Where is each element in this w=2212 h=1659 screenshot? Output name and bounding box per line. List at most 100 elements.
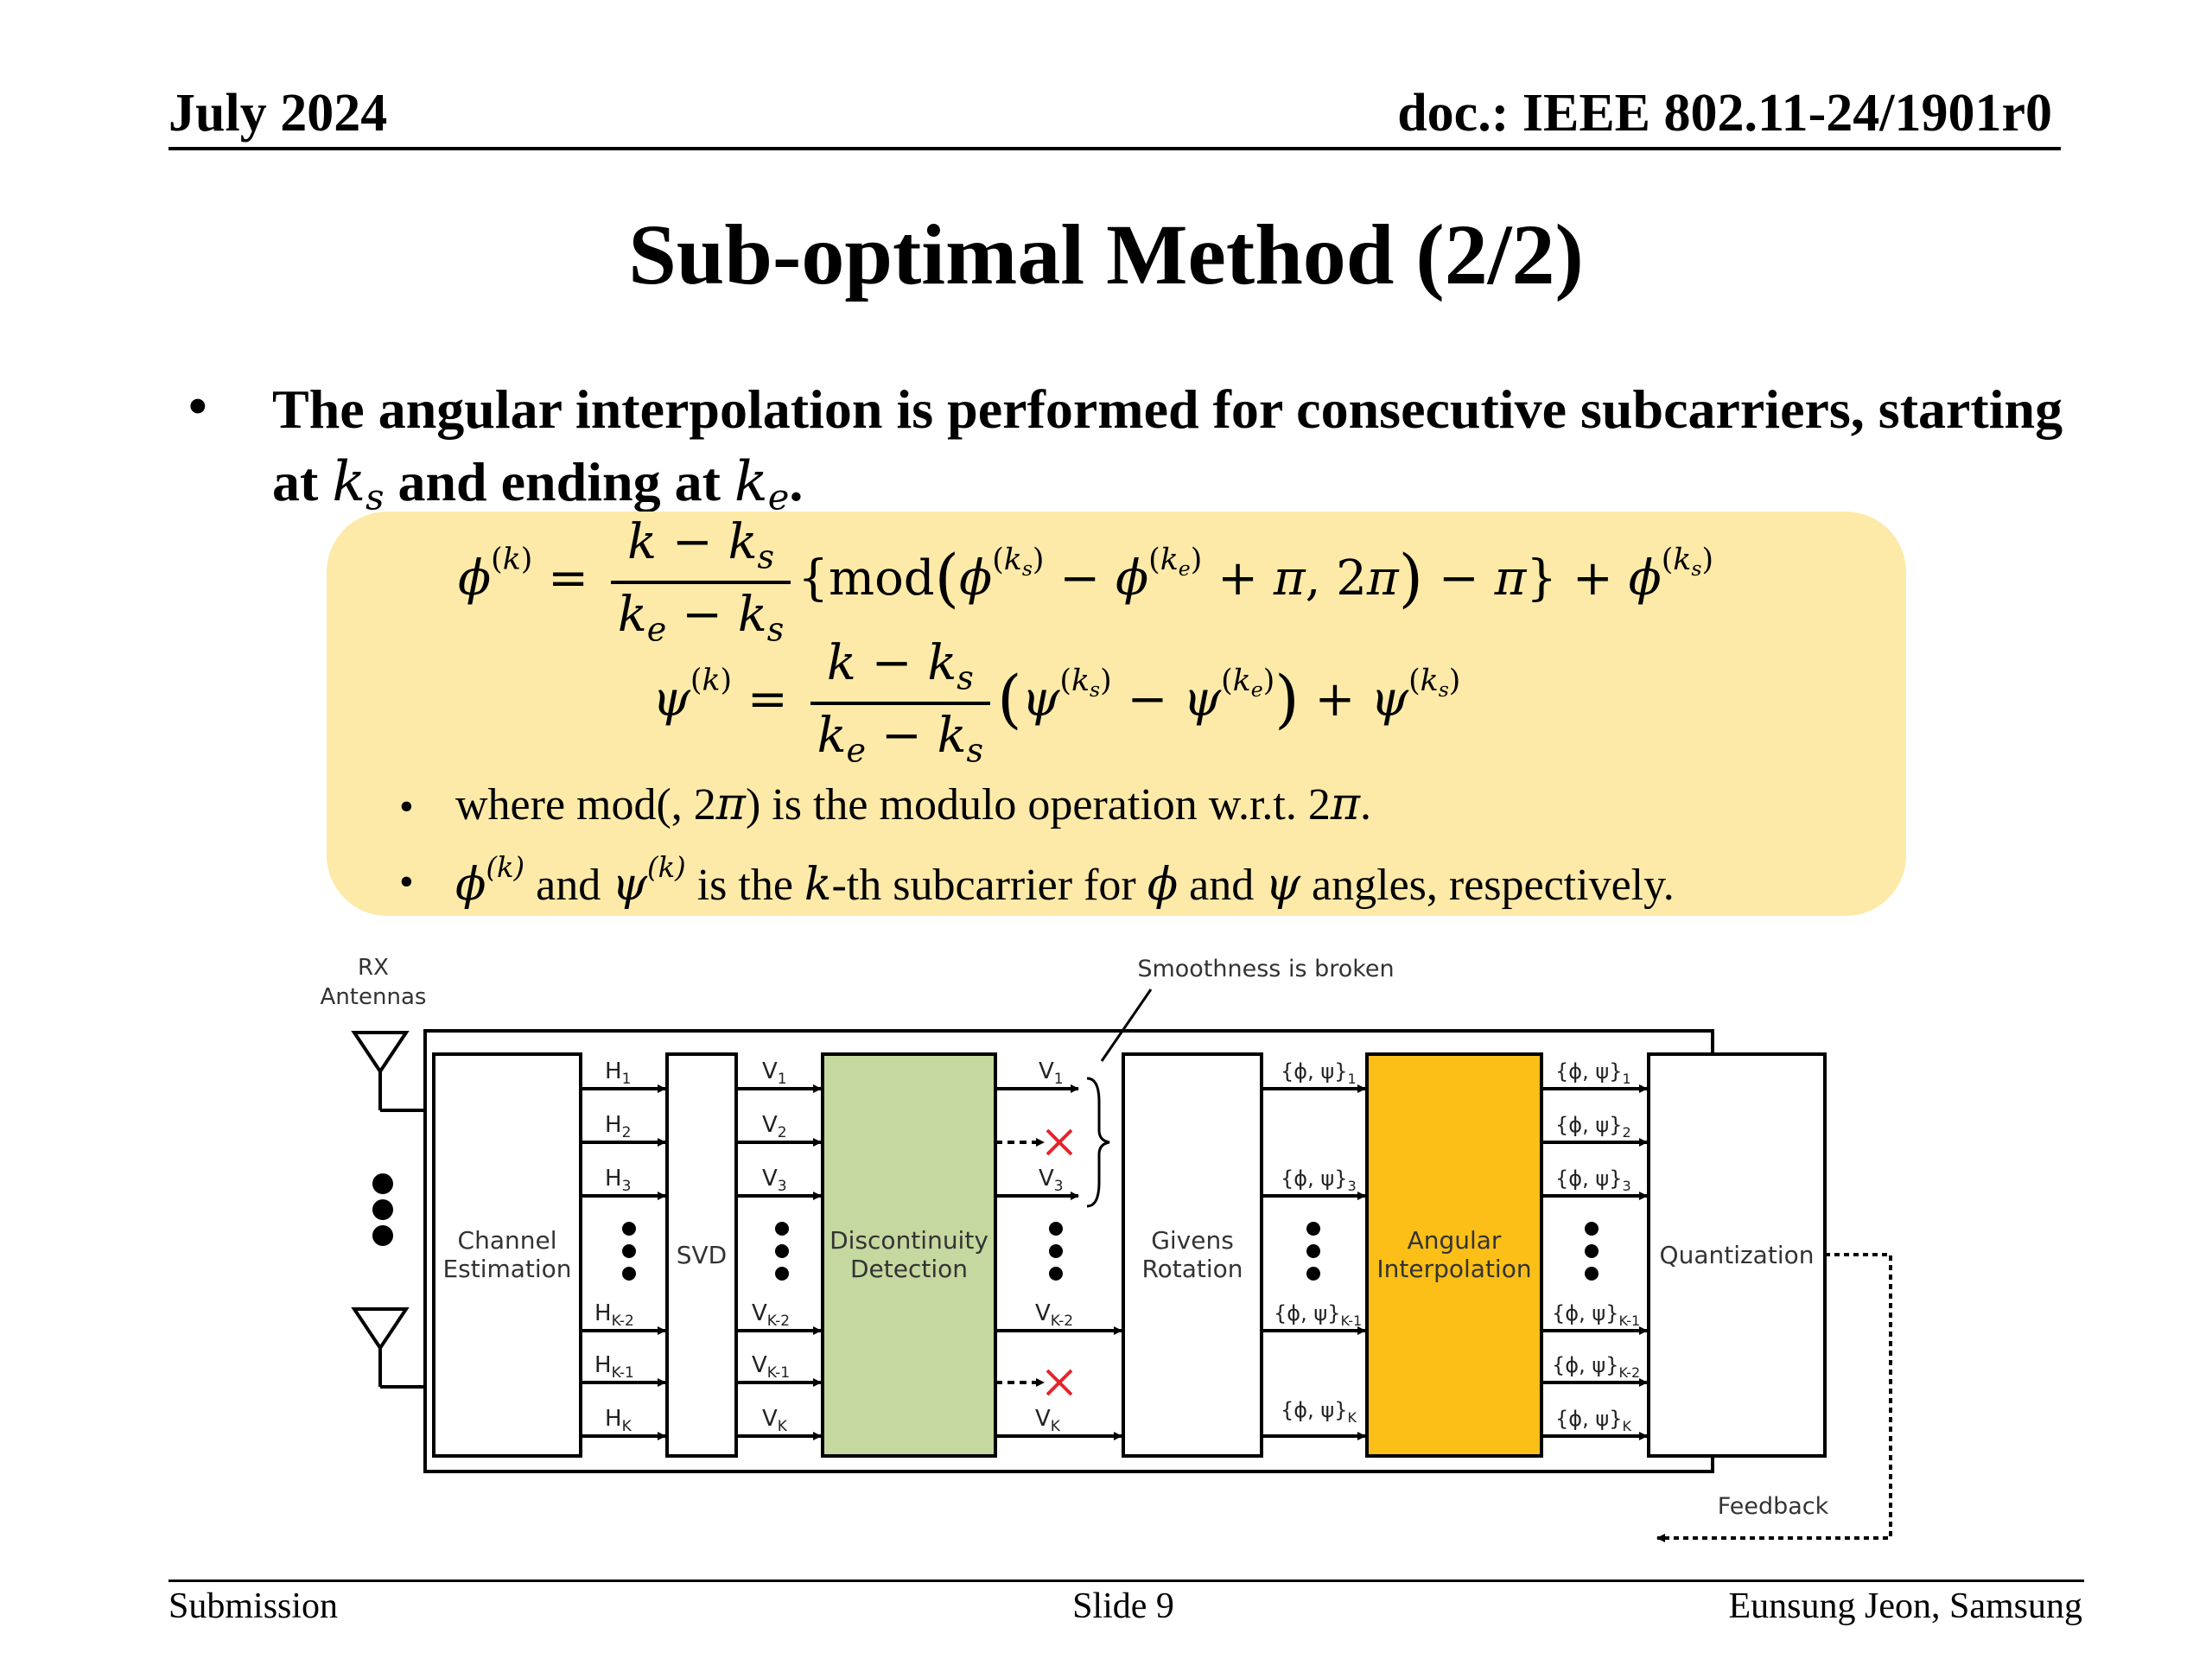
vd-arrows — [995, 1084, 1122, 1440]
discontinuity-detection-label: Detection — [850, 1255, 968, 1283]
footer-submission: Submission — [168, 1586, 339, 1626]
antenna-ellipsis-icon — [372, 1173, 393, 1246]
smoothness-annotation: Smoothness is broken — [1137, 956, 1394, 982]
svd-label: SVD — [677, 1241, 728, 1269]
footer-rule — [168, 1580, 2084, 1582]
v-label: VK-2 — [752, 1300, 790, 1330]
math-k: k — [734, 450, 768, 514]
angle-label: {ϕ, ψ}1 — [1555, 1059, 1631, 1087]
quantization-label: Quantization — [1660, 1241, 1815, 1269]
angle-label: {ϕ, ψ}3 — [1281, 1166, 1357, 1194]
svd-block — [665, 1052, 738, 1458]
note-text: and — [536, 860, 601, 910]
v-label: VK-1 — [752, 1352, 790, 1382]
h-ellipsis-icon — [622, 1222, 636, 1281]
angle-label: {ϕ, ψ}K-2 — [1552, 1353, 1640, 1381]
header-doc-id: doc.: IEEE 802.11-24/1901r0 — [1397, 84, 2052, 143]
rx-label-line2: Antennas — [321, 984, 427, 1010]
note-text: angles, respectively. — [1312, 860, 1675, 910]
antenna-icon — [351, 1307, 425, 1389]
note-marker: • — [399, 784, 414, 830]
angle-label: {ϕ, ψ}1 — [1281, 1059, 1357, 1087]
h-label: HK-2 — [594, 1300, 634, 1330]
h-label: H3 — [605, 1166, 631, 1195]
note-text: -th subcarrier for — [831, 860, 1136, 910]
bullet-text-part1: The angular interpolation is performed f… — [272, 378, 2063, 512]
interp-ellipsis-icon — [1585, 1222, 1599, 1281]
note-text: . — [1360, 780, 1372, 830]
antenna-icon — [351, 1031, 425, 1112]
feedback-label: Feedback — [1718, 1493, 1829, 1520]
feedback-arrow — [1656, 1253, 1892, 1542]
channel-estimation-label: Estimation — [442, 1255, 571, 1283]
v-label: V2 — [762, 1112, 787, 1141]
givens-rotation-label: Givens — [1151, 1226, 1234, 1255]
v-label: V1 — [762, 1058, 787, 1088]
channel-estimation-label: Channel — [458, 1226, 557, 1255]
v-label: VK — [762, 1406, 788, 1435]
angular-interpolation-block — [1365, 1052, 1543, 1458]
formula-box — [327, 512, 1906, 916]
angular-interpolation-label: Interpolation — [1376, 1255, 1531, 1283]
v-label: VK — [1035, 1406, 1061, 1435]
h-label: H2 — [605, 1112, 631, 1141]
h-arrows — [581, 1084, 666, 1440]
note-marker: • — [399, 859, 414, 905]
v-label: V3 — [1039, 1166, 1064, 1195]
v-label: V1 — [1039, 1058, 1064, 1088]
v-label: VK-2 — [1035, 1300, 1073, 1330]
math-sub-s: s — [365, 475, 385, 518]
note-text: is the — [696, 860, 793, 910]
note-angles: ϕ(k) and ψ(k) is the k-th subcarrier for… — [455, 851, 1675, 911]
interp-arrows — [1541, 1084, 1648, 1440]
note-text: ) is the modulo operation w.r.t. 2 — [745, 780, 1331, 830]
cross-icon — [1046, 1369, 1073, 1396]
angle-label: {ϕ, ψ}K-1 — [1552, 1301, 1640, 1329]
channel-estimation-block — [432, 1052, 582, 1458]
math-pi: π — [1330, 779, 1361, 830]
h-label: HK — [605, 1406, 632, 1435]
footer-slide-number: Slide 9 — [1072, 1586, 1174, 1626]
footer-author: Eunsung Jeon, Samsung — [1728, 1586, 2083, 1626]
slide-title: Sub-optimal Method (2/2) — [628, 207, 1584, 302]
math-pi: π — [715, 779, 746, 830]
header-rule — [168, 147, 2061, 150]
header-date: July 2024 — [168, 84, 388, 143]
givens-rotation-label: Rotation — [1141, 1255, 1243, 1283]
discontinuity-detection-label: Discontinuity — [830, 1226, 988, 1255]
note-text: and — [1189, 860, 1255, 910]
math-phi: ϕ — [1147, 858, 1179, 911]
discontinuity-detection-block — [821, 1052, 997, 1458]
v-ellipsis-icon — [775, 1222, 789, 1281]
math-k: k — [332, 450, 366, 514]
math-phi: ϕ — [455, 858, 486, 911]
annotation-pointer — [1100, 988, 1153, 1062]
angle-label: {ϕ, ψ}3 — [1555, 1166, 1631, 1194]
bullet-text-part3: . — [789, 451, 804, 512]
cross-icon — [1046, 1128, 1073, 1156]
quantization-block — [1647, 1052, 1827, 1458]
angle-label: {ϕ, ψ}K-1 — [1274, 1301, 1362, 1329]
dropped-arrows — [995, 1138, 1045, 1387]
v-labels: V1 V2 V3 VK-2 VK-1 VK — [752, 1058, 790, 1435]
math-psi: ψ — [612, 858, 648, 911]
v-arrows — [736, 1084, 822, 1440]
rx-label-line1: RX — [358, 955, 389, 981]
angle-label: {ϕ, ψ}K — [1281, 1398, 1357, 1426]
note-text: where mod(, 2 — [455, 780, 716, 830]
angle-arrows — [1262, 1084, 1366, 1440]
brace-icon — [1086, 1077, 1110, 1208]
math-psi: ψ — [1265, 858, 1301, 911]
math-sub-e: e — [767, 475, 790, 518]
bullet-text-part2: and ending at — [397, 451, 721, 512]
angle-labels: {ϕ, ψ}1 {ϕ, ψ}3 {ϕ, ψ}K-1 {ϕ, ψ}K — [1274, 1059, 1362, 1426]
angle-ellipsis-icon — [1306, 1222, 1320, 1281]
note-modulo: where mod(, 2π) is the modulo operation … — [455, 782, 1371, 828]
h-label: H1 — [605, 1058, 631, 1088]
bullet-text: The angular interpolation is performed f… — [272, 373, 2087, 533]
block-diagram: RX Antennas Smoothness is broken Channel… — [321, 955, 1892, 1542]
bullet-marker: • — [188, 378, 207, 436]
givens-rotation-block — [1122, 1052, 1263, 1458]
